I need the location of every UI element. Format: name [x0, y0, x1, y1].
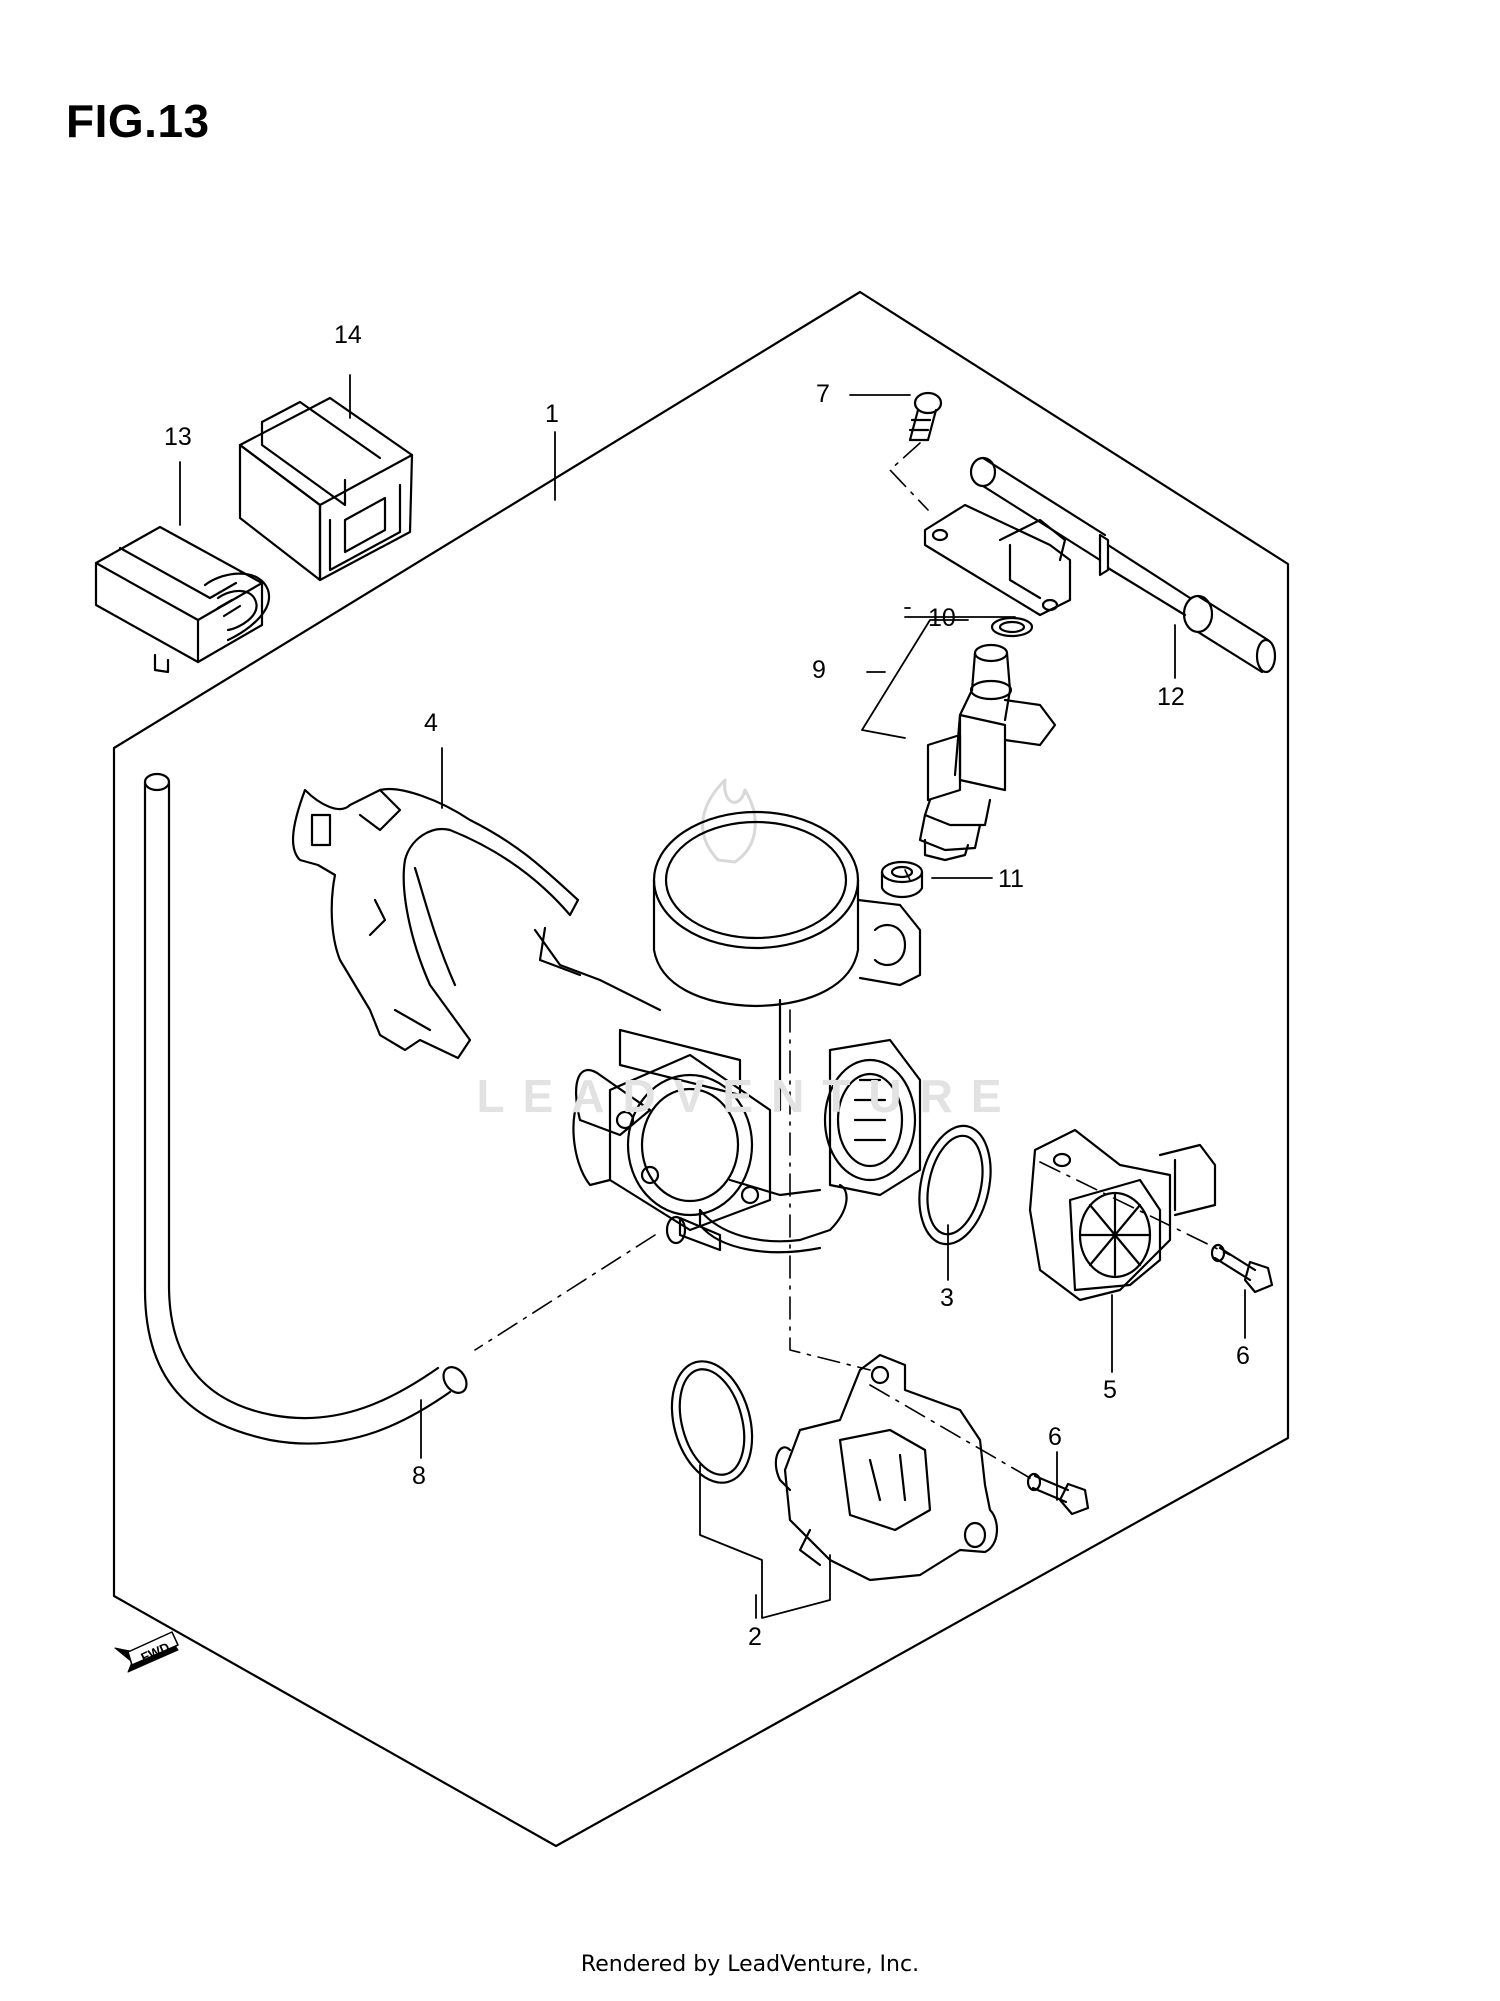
- throttle-body: [533, 810, 922, 1254]
- assembly-boundary: [112, 290, 1290, 1848]
- watermark-logo: [701, 778, 757, 864]
- part-3-o-ring: [918, 1124, 992, 1246]
- part-4-bracket: [291, 787, 580, 1060]
- callout-7: 7: [816, 380, 830, 408]
- part-6-bolt-a: [1210, 1243, 1274, 1294]
- callout-9: 9: [812, 656, 826, 684]
- part-9-injector: [918, 643, 1057, 862]
- callout-6a: 6: [1236, 1342, 1250, 1370]
- callout-11: 11: [998, 865, 1024, 893]
- callout-6b: 6: [1048, 1423, 1062, 1451]
- part-11-seal: [880, 860, 924, 899]
- callout-1: 1: [545, 400, 559, 428]
- callout-4: 4: [424, 709, 438, 737]
- fwd-label: FWD: [139, 1639, 172, 1665]
- part-7-screw: [908, 391, 943, 442]
- callout-13: 13: [164, 423, 192, 451]
- callout-5: 5: [1103, 1376, 1117, 1404]
- part-10-o-ring: [990, 616, 1034, 638]
- part-14-cover: [238, 396, 414, 582]
- part-12-fuel-pipe: [923, 456, 1277, 674]
- callout-2: 2: [748, 1623, 762, 1651]
- callout-10: 10: [928, 604, 956, 632]
- leader-lines: [179, 374, 1246, 1619]
- part-5-tps: [1028, 1128, 1217, 1302]
- part-2-isc-valve: [670, 1353, 998, 1582]
- part-13-sensor: [94, 525, 271, 674]
- part-8-hose: [143, 772, 468, 1445]
- callout-labels: 1 13 14 7 10 9 12 4 11 3 5 6 6 8 2: [164, 321, 1250, 1651]
- callout-8: 8: [412, 1462, 426, 1490]
- footer-credit: Rendered by LeadVenture, Inc.: [580, 1952, 920, 1977]
- assembly-lines: [474, 442, 1231, 1479]
- callout-3: 3: [940, 1284, 954, 1312]
- callout-14: 14: [334, 321, 362, 349]
- callout-12: 12: [1157, 683, 1185, 711]
- part-6-bolt-b: [1026, 1472, 1090, 1516]
- figure-title: FIG.13: [66, 95, 210, 147]
- fwd-arrow-icon: [114, 1631, 179, 1673]
- watermark-text: LEADVENTURE: [476, 1070, 1019, 1122]
